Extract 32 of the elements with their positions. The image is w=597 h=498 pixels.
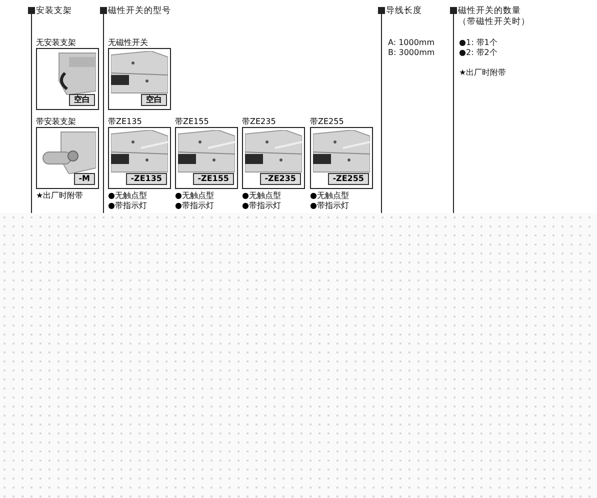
model-code: -ZE255: [328, 173, 369, 185]
model-code: -M: [74, 173, 95, 185]
model-code: 空白: [141, 94, 167, 106]
model-code: -ZE135: [126, 173, 167, 185]
option-note: ●带指示灯: [242, 201, 281, 211]
option-text: A: 1000mm: [388, 38, 435, 48]
model-code: 空白: [69, 94, 95, 106]
model-code: -ZE235: [260, 173, 301, 185]
section-heading: 安装支架: [36, 6, 72, 17]
option-text: ●2: 带2个: [459, 48, 498, 58]
option-text: ●1: 带1个: [459, 38, 498, 48]
section-heading: 导线长度: [386, 6, 422, 17]
option-note: ●无触点型: [108, 191, 147, 201]
option-heading: 无安装支架: [36, 38, 76, 48]
option-note: ●带指示灯: [175, 201, 214, 211]
option-note: ●无触点型: [242, 191, 281, 201]
option-note: ●无触点型: [310, 191, 349, 201]
section-heading: 磁性开关的型号: [108, 6, 171, 17]
option-heading: 带安装支架: [36, 117, 76, 127]
model-code: -ZE155: [192, 173, 234, 185]
option-heading: 带ZE155: [175, 117, 209, 127]
option-note: ●带指示灯: [310, 201, 349, 211]
option-note: ★出厂时附带: [36, 191, 84, 201]
option-note: ●无触点型: [175, 191, 214, 201]
section-heading: 磁性开关的数量（带磁性开关时）: [458, 6, 531, 28]
note-text: ★出厂时附带: [459, 68, 506, 78]
option-note: ●带指示灯: [108, 201, 147, 211]
option-text: B: 3000mm: [388, 48, 435, 58]
option-heading: 带ZE255: [310, 117, 344, 127]
option-heading: 无磁性开关: [108, 38, 148, 48]
option-heading: 带ZE235: [242, 117, 276, 127]
option-heading: 带ZE135: [108, 117, 142, 127]
